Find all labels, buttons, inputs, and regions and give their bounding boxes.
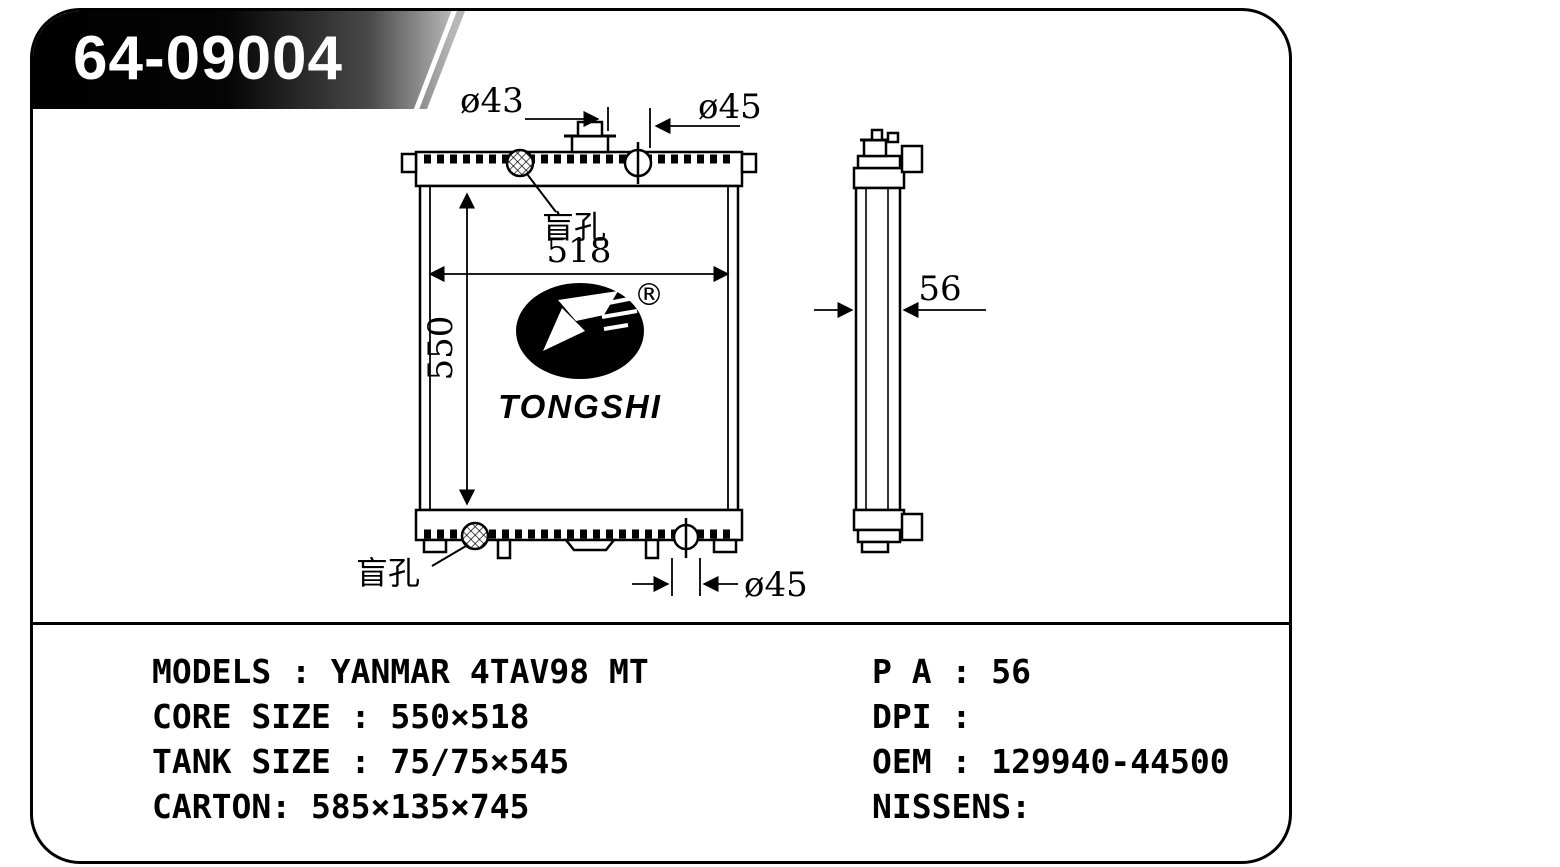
radiator-drawing: ® TONGSHI	[356, 81, 986, 605]
brand-name: TONGSHI	[498, 388, 662, 425]
blind-hole-top-label: 盲孔	[542, 208, 606, 246]
registered-trademark: ®	[634, 278, 664, 313]
blind-hole-top	[505, 148, 557, 213]
spec-tank-size: TANK SIZE : 75/75×545	[152, 742, 570, 781]
spec-dpi: DPI :	[872, 697, 972, 736]
spec-models: MODELS : YANMAR 4TAV98 MT	[152, 652, 649, 691]
part-number: 64-09004	[73, 24, 344, 93]
spec-oem: OEM : 129940-44500	[872, 742, 1230, 781]
spec-nissens: NISSENS:	[872, 787, 1031, 826]
dim-depth-label: 56	[918, 269, 961, 309]
dim-dia45-bottom-label: ø45	[744, 565, 808, 605]
spec-table: MODELS : YANMAR 4TAV98 MT CORE SIZE : 55…	[33, 622, 1289, 861]
side-view	[852, 128, 924, 554]
spec-column-right: P A : 56 DPI : OEM : 129940-44500 NISSEN…	[872, 649, 1230, 829]
blind-hole-bottom	[431, 521, 490, 567]
logo-arrow	[543, 308, 585, 351]
diagram-frame: 64-09004	[30, 8, 1292, 864]
spec-column-left: MODELS : YANMAR 4TAV98 MT CORE SIZE : 55…	[152, 649, 649, 829]
dim-dia45-top-label: ø45	[698, 87, 762, 127]
tongshi-logo: ® TONGSHI	[498, 278, 664, 425]
dim-height-label: 550	[421, 316, 461, 381]
top-pipe-opening	[623, 142, 653, 184]
dim-width-label: 518	[547, 231, 612, 271]
dim-dia43-label: ø43	[460, 81, 524, 121]
bottom-pipe-opening	[672, 518, 700, 558]
part-number-badge: 64-09004	[33, 11, 465, 109]
dimensions	[428, 107, 986, 596]
blind-hole-bottom-label: 盲孔	[356, 554, 420, 592]
top-tank	[400, 150, 758, 188]
spec-carton: CARTON: 585×135×745	[152, 787, 530, 826]
spec-pa: P A : 56	[872, 652, 1031, 691]
spec-core-size: CORE SIZE : 550×518	[152, 697, 530, 736]
